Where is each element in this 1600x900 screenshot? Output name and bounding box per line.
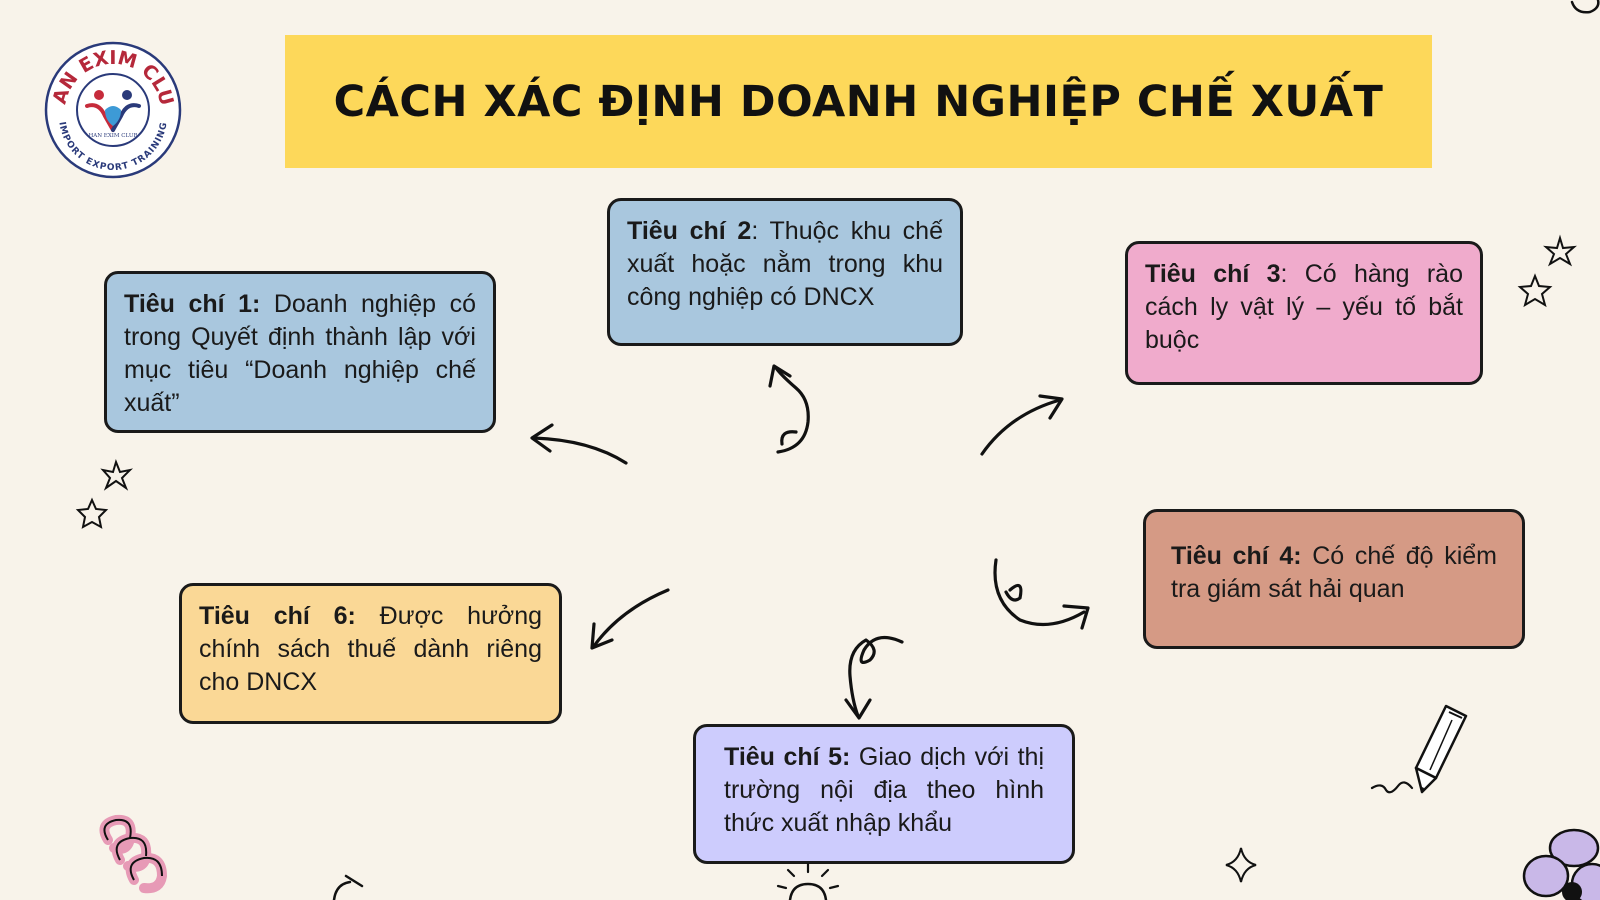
criterion-4-text: Có chế độ kiểm tra giám sát hải quan [1171, 542, 1497, 603]
arrow-icon [590, 588, 670, 650]
page-title: CÁCH XÁC ĐỊNH DOANH NGHIỆP CHẾ XUẤT [333, 76, 1384, 127]
criterion-6-text: Được hưởng chính sách thuế dành riêng ch… [199, 602, 543, 696]
criterion-3-label: Tiêu chí 3 [1145, 260, 1281, 288]
criterion-5-text: Giao dịch với thị trường nội địa theo hì… [724, 743, 1044, 837]
spring-icon [99, 814, 168, 894]
sun-icon [332, 874, 364, 900]
criterion-1-text: Doanh nghiệp có trong Quyết định thành l… [124, 290, 476, 417]
star-icon [1543, 234, 1577, 267]
criterion-2-text: : Thuộc khu chế xuất hoặc nằm trong khu … [627, 217, 943, 311]
criterion-1-label: Tiêu chí 1: [124, 290, 261, 318]
criterion-6-box: Tiêu chí 6: Được hưởng chính sách thuế d… [179, 583, 562, 724]
logo-inner-text: HAN EXIM CLUB [88, 133, 137, 139]
criterion-4-label: Tiêu chí 4: [1171, 542, 1302, 570]
arrow-icon [530, 423, 628, 465]
star-icon [75, 497, 109, 529]
sparkle-icon [1225, 847, 1257, 883]
arrow-icon [844, 635, 904, 720]
criterion-5-label: Tiêu chí 5: [724, 743, 851, 771]
criterion-1-box: Tiêu chí 1: Doanh nghiệp có trong Quyết … [104, 271, 496, 433]
sun-icon [776, 862, 840, 900]
criterion-3-text: : Có hàng rào cách ly vật lý – yếu tố bắ… [1145, 260, 1463, 354]
criterion-3-box: Tiêu chí 3: Có hàng rào cách ly vật lý –… [1125, 241, 1483, 385]
arrow-icon [768, 364, 810, 454]
pencil-icon [1370, 704, 1468, 794]
star-icon [100, 458, 134, 491]
title-banner: CÁCH XÁC ĐỊNH DOANH NGHIỆP CHẾ XUẤT [285, 35, 1432, 168]
criterion-4-box: Tiêu chí 4: Có chế độ kiểm tra giám sát … [1143, 509, 1525, 649]
star-icon [1517, 273, 1553, 308]
flower-icon [1570, 0, 1600, 14]
arrow-icon [980, 394, 1064, 456]
criterion-5-box: Tiêu chí 5: Giao dịch với thị trường nội… [693, 724, 1075, 864]
flower-icon [1522, 828, 1600, 900]
criterion-2-label: Tiêu chí 2 [627, 217, 752, 245]
criterion-2-box: Tiêu chí 2: Thuộc khu chế xuất hoặc nằm … [607, 198, 963, 346]
criterion-6-label: Tiêu chí 6: [199, 602, 356, 630]
logo-icon: HAN EXIM CLUB IMPORT EXPORT TRAINING HAN… [35, 23, 183, 180]
arrow-icon [993, 558, 1090, 630]
